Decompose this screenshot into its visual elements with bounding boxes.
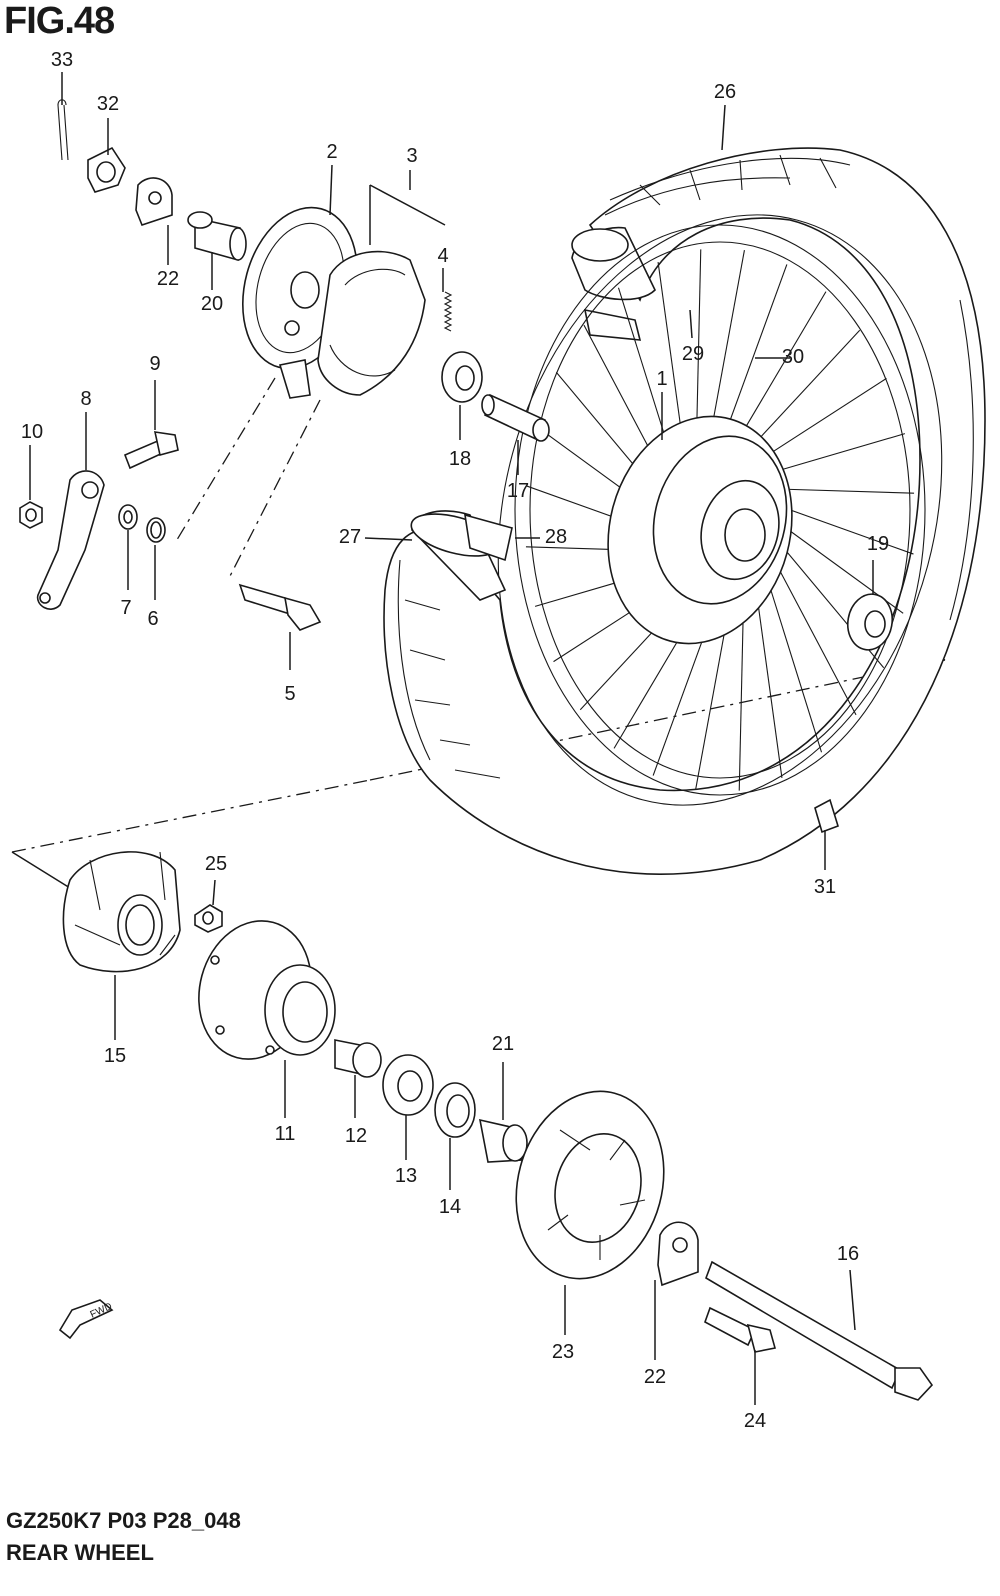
callout-2: 2 xyxy=(326,141,337,163)
spoke xyxy=(753,377,887,465)
rear-axle xyxy=(705,1260,934,1401)
spoke xyxy=(743,329,861,456)
callout-19: 19 xyxy=(867,533,889,555)
callout-9: 9 xyxy=(149,353,160,375)
callout-26: 26 xyxy=(714,81,736,103)
bearing-19 xyxy=(846,593,894,651)
model-code: GZ250K7 P03 P28_048 xyxy=(6,1508,241,1533)
spoke xyxy=(753,576,783,778)
collar-12 xyxy=(334,1039,382,1078)
spacer-21 xyxy=(478,1118,528,1163)
cotter-pin xyxy=(57,99,69,161)
spoke xyxy=(731,291,827,451)
figure-name: REAR WHEEL xyxy=(6,1540,154,1565)
callout-25: 25 xyxy=(205,853,227,875)
brake-camshaft xyxy=(238,583,322,631)
callout-12: 12 xyxy=(345,1125,367,1147)
o-ring-6 xyxy=(146,517,166,543)
brake-spring xyxy=(443,291,453,332)
brake-shoes xyxy=(317,250,426,396)
callout-3: 3 xyxy=(406,145,417,167)
callout-1: 1 xyxy=(656,368,667,390)
tire xyxy=(383,147,986,876)
callout-10: 10 xyxy=(21,421,43,443)
valve-cap xyxy=(814,798,839,834)
spoke xyxy=(773,503,914,555)
bolt-9 xyxy=(123,431,179,470)
callout-14: 14 xyxy=(439,1196,461,1218)
torque-link-bracket xyxy=(135,177,173,226)
castle-nut xyxy=(87,146,126,193)
washer-7 xyxy=(118,504,138,530)
chain-adjuster-bracket xyxy=(657,1221,699,1287)
bushing-20 xyxy=(187,211,247,262)
callout-27: 27 xyxy=(339,526,361,548)
forward-arrow-icon: FWD xyxy=(58,1299,114,1340)
callout-24: 24 xyxy=(744,1410,766,1432)
sprocket-drum xyxy=(198,920,336,1060)
callout-33: 33 xyxy=(51,49,73,71)
callout-31: 31 xyxy=(814,876,836,898)
callout-7: 7 xyxy=(120,597,131,619)
bearing-18 xyxy=(441,351,483,403)
callout-22-lower: 22 xyxy=(644,1366,666,1388)
spoke xyxy=(769,488,915,494)
callout-28: 28 xyxy=(545,526,567,548)
callout-5: 5 xyxy=(284,683,295,705)
callout-22-upper: 22 xyxy=(157,268,179,290)
leader-lines xyxy=(29,72,874,1405)
callout-labels: 33 32 2 3 4 22 20 26 29 30 1 18 17 9 8 1… xyxy=(21,49,889,1432)
spoke xyxy=(769,550,857,716)
wheel-hub xyxy=(607,415,793,645)
inner-tube xyxy=(571,226,656,341)
cush-drive-damper xyxy=(62,851,181,973)
callout-15: 15 xyxy=(104,1045,126,1067)
spacer-17 xyxy=(481,393,550,442)
bolt-24 xyxy=(704,1306,777,1353)
rim-band xyxy=(410,510,513,601)
spoke xyxy=(719,264,788,449)
callout-18: 18 xyxy=(449,448,471,470)
callout-23: 23 xyxy=(552,1341,574,1363)
figure-title: FIG.48 xyxy=(4,0,115,42)
rear-sprocket xyxy=(515,1090,665,1280)
callout-21: 21 xyxy=(492,1033,514,1055)
callout-29: 29 xyxy=(682,343,704,365)
callout-30: 30 xyxy=(782,346,804,368)
callout-8: 8 xyxy=(80,388,91,410)
callout-16: 16 xyxy=(837,1243,859,1265)
nut-25 xyxy=(194,904,223,933)
callout-13: 13 xyxy=(395,1165,417,1187)
brake-cam-lever xyxy=(36,470,105,610)
bearing-13 xyxy=(382,1054,434,1116)
callout-6: 6 xyxy=(147,608,158,630)
callout-4: 4 xyxy=(437,245,448,267)
spoke xyxy=(762,564,823,753)
callout-20: 20 xyxy=(201,293,223,315)
nut-10 xyxy=(19,501,43,529)
spoke xyxy=(762,433,906,476)
callout-32: 32 xyxy=(97,93,119,115)
callout-11: 11 xyxy=(275,1123,296,1145)
oil-seal-14 xyxy=(434,1082,476,1138)
callout-17: 17 xyxy=(507,480,529,502)
